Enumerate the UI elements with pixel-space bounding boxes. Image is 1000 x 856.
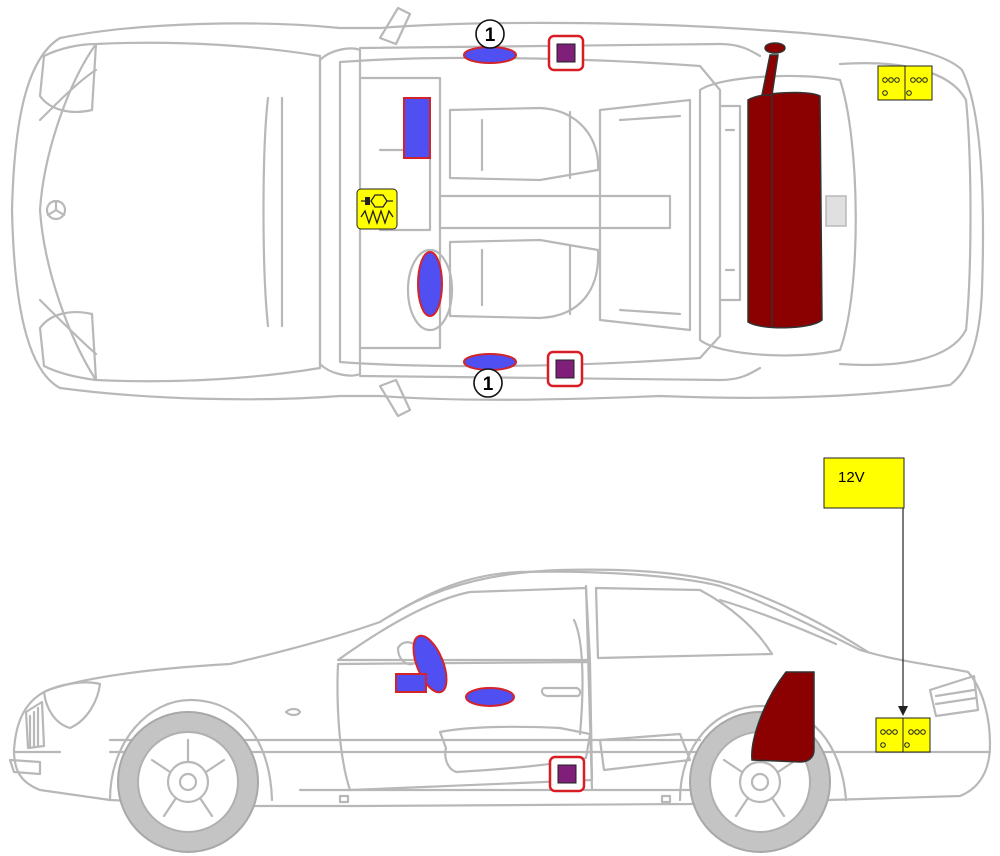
side-view: 12V (8, 457, 992, 853)
airbag-icon (395, 673, 427, 693)
fuel-tank-icon (751, 671, 815, 763)
battery-icon (877, 65, 933, 101)
rear-seat (598, 98, 692, 332)
airbag-icon (463, 353, 517, 371)
front-seat-left (448, 106, 600, 182)
svg-text:12V: 12V (838, 469, 865, 486)
headlight-left (38, 42, 98, 113)
battery-icon (875, 717, 931, 753)
svg-text:1: 1 (483, 374, 494, 395)
svg-text:1: 1 (485, 25, 496, 46)
front-wheel (108, 698, 274, 853)
callout-1-lower: 1 (473, 368, 503, 398)
grille (24, 700, 46, 750)
airbag-icon (412, 634, 448, 694)
airbag-icon (403, 97, 431, 159)
fuel-filler-neck (761, 54, 779, 96)
airbag-icon (417, 251, 443, 317)
side-airbag-sensor-icon (546, 350, 584, 388)
side-headlight (42, 681, 102, 730)
fuel-tank-icon (747, 42, 823, 329)
airbag-icon (463, 46, 517, 64)
side-windows (336, 586, 592, 662)
front-seat-right (448, 238, 600, 320)
top-view-hood (38, 42, 98, 382)
front-seat-side (438, 725, 592, 774)
side-airbag-sensor-icon (547, 34, 585, 72)
third-brake-light (825, 195, 847, 227)
taillight (928, 674, 980, 718)
mirror-right (378, 378, 412, 418)
front-door (336, 660, 594, 792)
door-handle (540, 686, 582, 698)
top-view: 1 1 (10, 6, 985, 418)
callout-1-upper: 1 (475, 19, 505, 49)
windshield (318, 47, 362, 377)
airbag-icon (465, 687, 515, 707)
battery-voltage-label: 12V (823, 457, 908, 716)
headlight-right (38, 311, 98, 382)
cabin (338, 56, 722, 368)
star-emblem-icon (45, 199, 67, 221)
side-airbag-sensor-icon (548, 755, 586, 793)
mirror-left (378, 6, 412, 46)
pretensioner-module-icon (356, 188, 398, 230)
steering-wheel (406, 248, 454, 332)
